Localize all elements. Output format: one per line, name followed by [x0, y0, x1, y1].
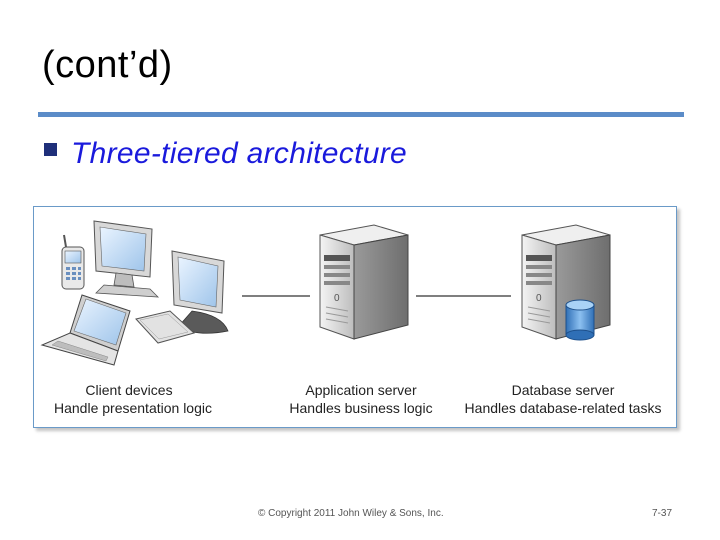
desktop-monitor-icon: [171, 250, 229, 334]
tier-name: Database server: [511, 382, 615, 398]
laptop-icon: [40, 294, 131, 366]
database-server-icon: 0: [521, 224, 611, 341]
tier-role: Handles business logic: [289, 400, 433, 416]
client-devices-caption: Client devices Handle presentation logic: [54, 381, 212, 417]
app-server-label: 0: [334, 293, 340, 304]
tier-role: Handles database-related tasks: [464, 400, 662, 416]
bullet-text: Three-tiered architecture: [71, 137, 407, 170]
tier-name: Client devices: [85, 382, 173, 398]
application-server-caption: Application server Handles business logi…: [286, 381, 436, 417]
cell-phone-icon: [61, 234, 85, 290]
diagram-artwork: 0 0: [40, 220, 611, 366]
desktop-monitor-icon: [93, 220, 160, 298]
db-server-label: 0: [536, 293, 542, 304]
keyboard-icon: [135, 310, 196, 344]
page-number: 7-37: [652, 508, 673, 519]
tier-role: Handle presentation logic: [54, 400, 212, 416]
database-cylinder-icon: [565, 299, 595, 341]
title-divider: [38, 112, 684, 117]
bullet-square-icon: [44, 142, 57, 156]
database-server-caption: Database server Handles database-related…: [458, 381, 668, 417]
architecture-diagram: 0 0 Client devices Handle presentation l: [33, 206, 677, 428]
tier-name: Application server: [305, 382, 417, 398]
client-devices-icon: [40, 220, 229, 366]
bullet-item: Three-tiered architecture: [44, 134, 407, 174]
application-server-icon: 0: [319, 224, 409, 340]
slide-title: (cont’d): [42, 44, 173, 86]
copyright-notice: © Copyright 2011 John Wiley & Sons, Inc.: [258, 508, 444, 519]
